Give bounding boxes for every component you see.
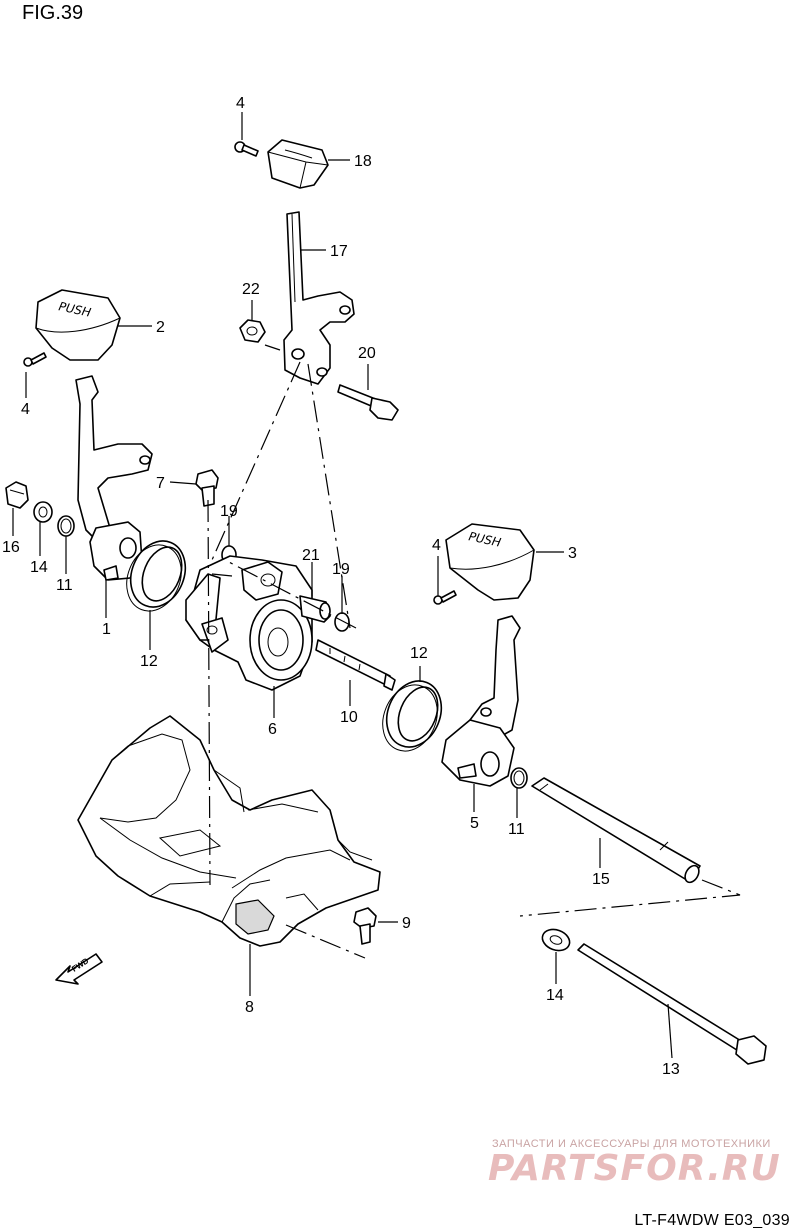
callout-7: 7 xyxy=(156,475,165,492)
callout-14: 14 xyxy=(30,559,48,576)
part-2-knob-left: PUSH xyxy=(35,289,121,361)
callout-20: 20 xyxy=(358,345,376,362)
callout-4: 4 xyxy=(236,95,245,112)
fwd-arrow-icon: FWD xyxy=(55,953,103,985)
part-16-nut xyxy=(5,481,29,509)
part-3-knob-right: PUSH xyxy=(445,523,535,601)
callout-6: 6 xyxy=(268,721,277,738)
callout-21: 21 xyxy=(302,547,320,564)
part-4-screw-top xyxy=(234,141,259,157)
callout-4: 4 xyxy=(21,401,30,418)
knob-left-marking: PUSH xyxy=(57,299,92,319)
callout-11: 11 xyxy=(508,821,525,838)
part-8-bracket xyxy=(77,715,381,947)
callout-12: 12 xyxy=(410,645,428,662)
part-14-washer-right xyxy=(541,928,571,952)
callout-19: 19 xyxy=(332,561,350,578)
callout-17: 17 xyxy=(330,243,348,260)
part-12-ring-left xyxy=(126,540,187,612)
part-10-shaft xyxy=(315,639,396,691)
part-12-ring-right xyxy=(382,680,443,752)
callout-15: 15 xyxy=(592,871,610,888)
footer-code: LT-F4WDW E03_039 xyxy=(634,1212,790,1229)
knob-right-marking: PUSH xyxy=(467,529,502,549)
part-1-shift-arm xyxy=(75,375,153,581)
part-22-nut xyxy=(239,319,266,343)
callout-2: 2 xyxy=(156,319,165,336)
callout-8: 8 xyxy=(245,999,254,1016)
part-6-housing xyxy=(185,555,313,691)
callout-10: 10 xyxy=(340,709,358,726)
watermark-tagline: ЗАПЧАСТИ И АКСЕССУАРЫ ДЛЯ МОТОТЕХНИКИ xyxy=(492,1138,771,1150)
part-11-circlip-right xyxy=(510,767,528,789)
leader-lines xyxy=(12,112,673,1059)
part-11-circlip-left xyxy=(57,515,75,537)
part-18-cap xyxy=(267,139,329,189)
callout-13: 13 xyxy=(662,1061,680,1078)
part-21-pin xyxy=(299,595,331,623)
part-7-bolt xyxy=(195,469,219,507)
part-4-screw-right xyxy=(433,590,457,605)
part-4-screw-left xyxy=(23,352,47,367)
part-15-shaft xyxy=(531,777,701,884)
callout-22: 22 xyxy=(242,281,260,298)
assembly-guide-lines xyxy=(207,361,741,959)
callout-11: 11 xyxy=(56,577,73,594)
part-13-long-bolt xyxy=(577,943,767,1065)
callout-5: 5 xyxy=(470,815,479,832)
figure-title: FIG.39 xyxy=(22,2,84,24)
callout-16: 16 xyxy=(2,539,20,556)
callout-labels: 4 18 17 22 2 20 4 7 19 21 19 4 3 16 14 1… xyxy=(2,95,680,1078)
callout-3: 3 xyxy=(568,545,577,562)
part-5-shift-arm xyxy=(441,615,521,787)
callout-12: 12 xyxy=(140,653,158,670)
callout-19: 19 xyxy=(220,503,238,520)
part-9-bolt xyxy=(353,907,377,945)
part-14-washer-left xyxy=(33,501,53,523)
watermark-logo: PARTSFOR.RU xyxy=(488,1148,781,1189)
callout-18: 18 xyxy=(354,153,372,170)
callout-14: 14 xyxy=(546,987,564,1004)
part-20-bolt xyxy=(337,384,399,421)
callout-4: 4 xyxy=(432,537,441,554)
callout-1: 1 xyxy=(102,621,111,638)
part-19-clip-right xyxy=(334,612,350,632)
part-17-lever xyxy=(283,211,355,385)
callout-9: 9 xyxy=(402,915,411,932)
